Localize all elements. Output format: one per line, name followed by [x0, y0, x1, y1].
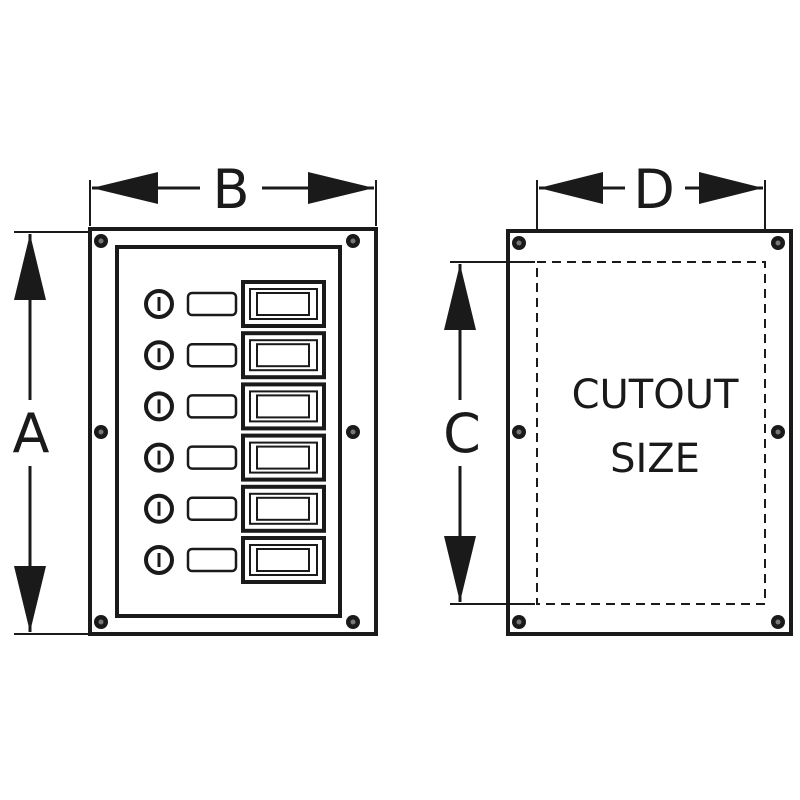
circuit-row	[144, 331, 326, 380]
screw-icon	[94, 234, 108, 248]
arrow-up-icon	[14, 234, 46, 300]
panel-screws	[94, 234, 360, 629]
screw-icon	[346, 615, 360, 629]
arrow-left-icon	[92, 172, 158, 204]
label-window	[186, 342, 238, 368]
dimension-c: C	[443, 261, 535, 605]
arrow-left-icon	[539, 172, 603, 204]
arrow-right-icon	[699, 172, 763, 204]
label-window	[186, 547, 238, 573]
rocker-switch-icon	[241, 331, 326, 380]
circuit-rows	[144, 280, 326, 584]
fuse-holder-icon	[144, 289, 174, 319]
dimension-a: A	[13, 231, 88, 635]
fuse-holder-icon	[144, 545, 174, 575]
screw-icon	[94, 615, 108, 629]
screw-icon	[771, 236, 785, 250]
cutout-outline	[536, 261, 766, 605]
fuse-holder-icon	[144, 340, 174, 371]
cutout-label-line2: SIZE	[610, 436, 700, 482]
rocker-switch-icon	[241, 536, 326, 584]
screw-icon	[771, 615, 785, 629]
dimension-label-b: B	[212, 158, 249, 221]
circuit-row	[144, 536, 326, 584]
rocker-switch-icon	[241, 382, 326, 431]
switch-panel	[88, 227, 378, 636]
screw-icon	[346, 234, 360, 248]
arrow-up-icon	[444, 264, 476, 330]
arrow-down-icon	[14, 566, 46, 632]
fuse-holder-icon	[144, 442, 174, 473]
screw-icon	[771, 425, 785, 439]
cutout-template: CUTOUT SIZE	[506, 229, 793, 636]
arrow-down-icon	[444, 536, 476, 602]
template-screws	[512, 236, 785, 629]
dimension-label-a: A	[13, 402, 50, 465]
label-window	[186, 496, 238, 522]
rocker-switch-icon	[241, 484, 326, 533]
label-window	[186, 394, 238, 419]
fuse-holder-icon	[144, 493, 174, 524]
screw-icon	[94, 425, 108, 439]
rocker-switch-icon	[241, 433, 326, 482]
dimension-label-c: C	[443, 402, 481, 465]
circuit-row	[144, 280, 326, 328]
circuit-row	[144, 382, 326, 431]
circuit-row	[144, 433, 326, 482]
dimension-label-d: D	[633, 158, 675, 221]
label-window	[186, 291, 238, 317]
screw-icon	[512, 236, 526, 250]
template-outer-frame	[506, 229, 793, 636]
screw-icon	[512, 425, 526, 439]
label-window	[186, 445, 238, 470]
panel-inner-plate	[115, 245, 342, 618]
circuit-row	[144, 484, 326, 533]
dimension-b: B	[89, 158, 377, 226]
fuse-holder-icon	[144, 391, 174, 422]
arrow-right-icon	[308, 172, 374, 204]
panel-outer-frame	[88, 227, 378, 636]
rocker-switch-icon	[241, 280, 326, 328]
cutout-label-line1: CUTOUT	[572, 372, 739, 418]
screw-icon	[512, 615, 526, 629]
dimension-d: D	[536, 158, 766, 229]
screw-icon	[346, 425, 360, 439]
